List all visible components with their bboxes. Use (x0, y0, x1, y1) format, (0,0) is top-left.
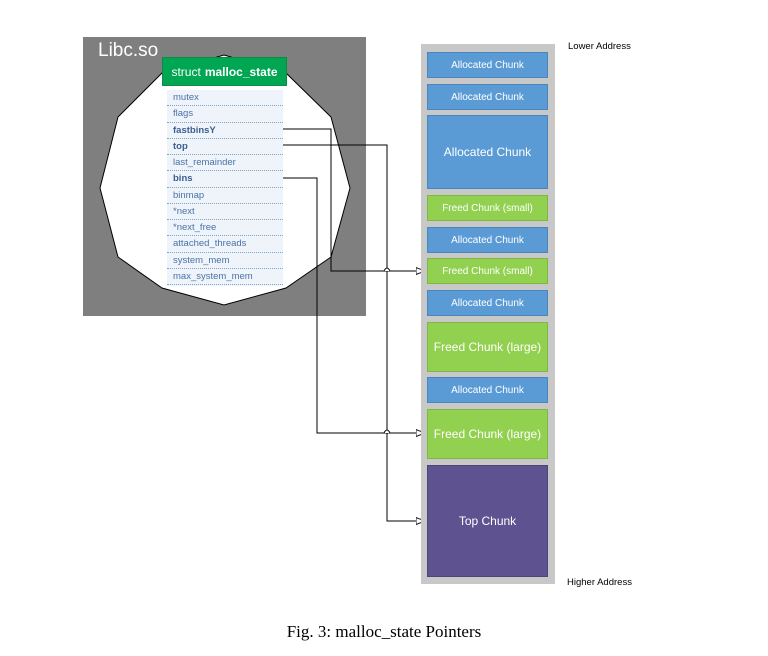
figure-caption: Fig. 3: malloc_state Pointers (286, 622, 482, 641)
field-binmap: binmap (167, 188, 283, 204)
line-crossover-top-fastbins (383, 267, 391, 272)
field-fastbinsy: fastbinsY (167, 123, 283, 139)
libc-label: Libc.so (98, 40, 159, 61)
field-last-remainder: last_remainder (167, 155, 283, 172)
struct-fields: mutex flags fastbinsY top last_remainder… (167, 90, 283, 286)
struct-keyword: struct (171, 64, 201, 79)
field-bins: bins (167, 171, 283, 188)
higher-address-label: Higher Address (567, 577, 632, 588)
field-max-system-mem: max_system_mem (167, 269, 283, 285)
chunk-freed-large: Freed Chunk (large) (427, 322, 548, 372)
field-mutex: mutex (167, 90, 283, 107)
struct-name: malloc_state (204, 64, 278, 79)
field-flags: flags (167, 106, 283, 123)
chunk-freed-small: Freed Chunk (small) (427, 195, 548, 221)
field-top: top (167, 139, 283, 155)
struct-header: struct malloc_state (162, 57, 287, 86)
field-next-free: *next_free (167, 220, 283, 237)
chunk-allocated: Allocated Chunk (427, 84, 548, 110)
chunk-allocated: Allocated Chunk (427, 227, 548, 253)
chunk-allocated: Allocated Chunk (427, 52, 548, 78)
chunk-freed-large: Freed Chunk (large) (427, 409, 548, 459)
chunk-freed-small: Freed Chunk (small) (427, 258, 548, 284)
chunk-top: Top Chunk (427, 465, 548, 577)
chunk-allocated: Allocated Chunk (427, 115, 548, 189)
field-next: *next (167, 204, 283, 220)
chunk-allocated: Allocated Chunk (427, 377, 548, 403)
pointer-top (262, 144, 425, 521)
chunk-allocated: Allocated Chunk (427, 290, 548, 316)
field-system-mem: system_mem (167, 253, 283, 269)
field-attached-threads: attached_threads (167, 236, 283, 253)
pointer-bins (262, 177, 425, 433)
lower-address-label: Lower Address (568, 41, 631, 52)
pointer-fastbinsy (262, 128, 425, 271)
line-crossover-top-bins (383, 429, 391, 434)
